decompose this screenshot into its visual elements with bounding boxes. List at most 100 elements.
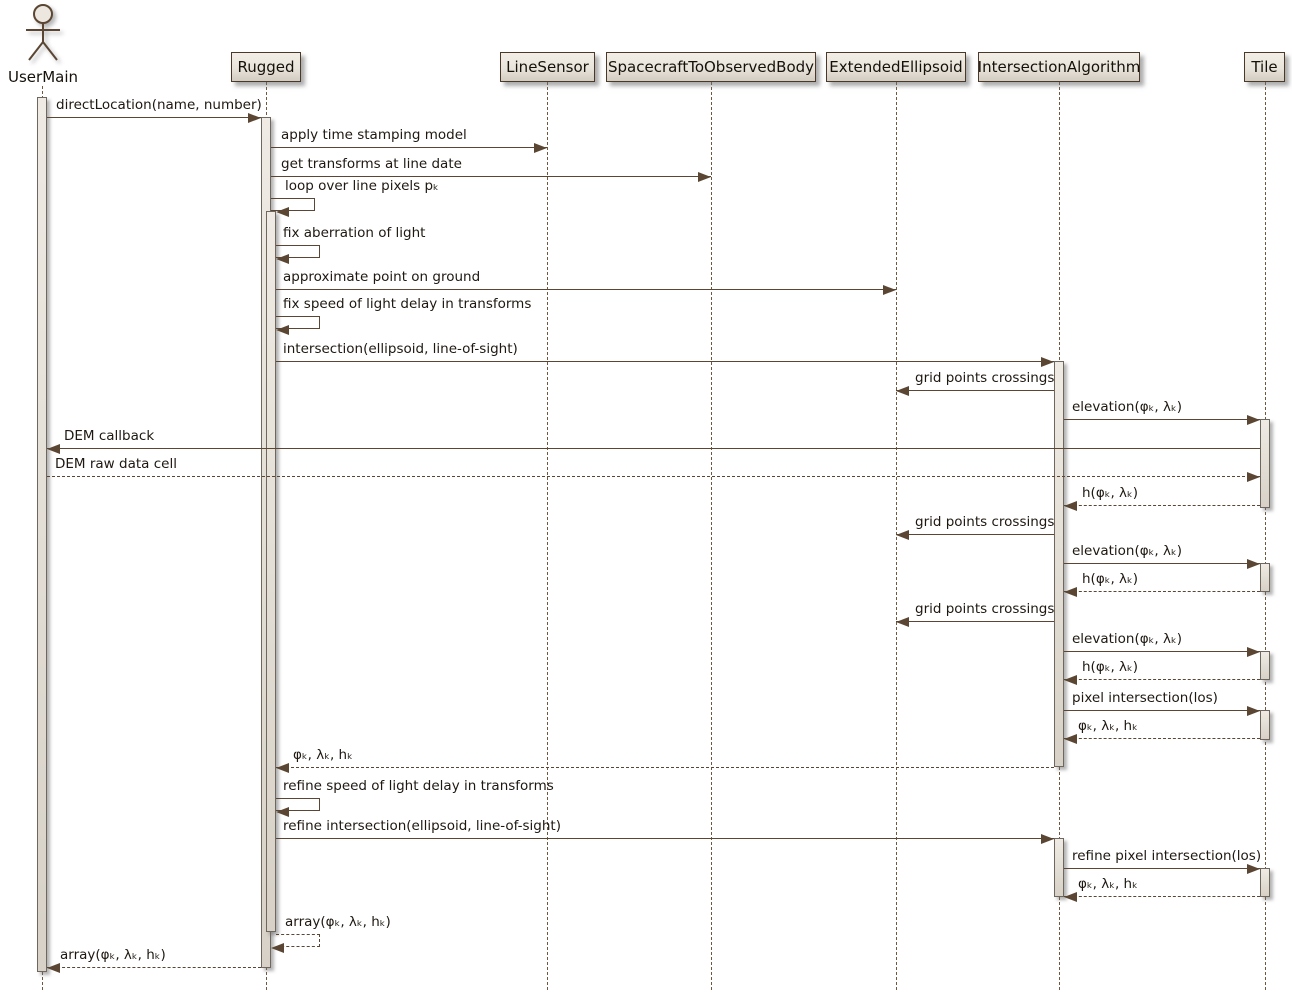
participant-extendedellipsoid: ExtendedEllipsoid [826, 52, 966, 82]
activation-tile-8 [1260, 710, 1270, 740]
lifeline-spacecrafttoobservedbody [711, 82, 712, 990]
message-23-rugged-to-intersectionalgorithm-label: refine intersection(ellipsoid, line-of-s… [283, 818, 561, 834]
activation-tile-9 [1260, 868, 1270, 897]
participant-label: SpacecraftToObservedBody [607, 58, 815, 76]
message-18-tile-to-intersectionalgorithm-label: h(φₖ, λₖ) [1082, 659, 1139, 675]
message-3-rugged-to-rugged-label: loop over line pixels pₖ [285, 178, 439, 194]
message-14-intersectionalgorithm-to-tile-label: elevation(φₖ, λₖ) [1072, 543, 1182, 559]
message-27-rugged-to-usermain-line [47, 967, 261, 968]
message-6-rugged-to-rugged-label: fix speed of light delay in transforms [283, 296, 532, 312]
message-16-intersectionalgorithm-to-extendedellipsoid-label: grid points crossings [915, 601, 1055, 617]
message-11-usermain-to-tile-line [47, 476, 1260, 477]
message-25-tile-to-intersectionalgorithm-arrowhead-icon [1064, 892, 1077, 902]
participant-spacecrafttoobservedbody: SpacecraftToObservedBody [606, 52, 816, 82]
message-21-intersectionalgorithm-to-rugged-line [276, 767, 1054, 768]
activation-tile-5 [1260, 419, 1270, 508]
message-17-intersectionalgorithm-to-tile-label: elevation(φₖ, λₖ) [1072, 631, 1182, 647]
lifeline-tile [1265, 82, 1266, 990]
message-1-rugged-to-linesensor-line [271, 147, 547, 148]
message-22-rugged-to-rugged-loop [276, 798, 320, 811]
participant-rugged: Rugged [231, 52, 301, 82]
message-4-rugged-to-rugged-loop [276, 245, 320, 258]
message-7-rugged-to-intersectionalgorithm-line [276, 361, 1054, 362]
message-12-tile-to-intersectionalgorithm-label: h(φₖ, λₖ) [1082, 485, 1139, 501]
message-11-usermain-to-tile-arrowhead-icon [1247, 472, 1260, 482]
message-11-usermain-to-tile-label: DEM raw data cell [55, 456, 177, 472]
message-10-tile-to-usermain-arrowhead-icon [47, 444, 60, 454]
message-9-intersectionalgorithm-to-tile-arrowhead-icon [1247, 415, 1260, 425]
message-26-rugged-to-rugged-loop [276, 934, 320, 947]
message-21-intersectionalgorithm-to-rugged-arrowhead-icon [276, 763, 289, 773]
message-24-intersectionalgorithm-to-tile-line [1064, 868, 1260, 869]
activation-tile-6 [1260, 563, 1270, 592]
message-27-rugged-to-usermain-label: array(φₖ, λₖ, hₖ) [60, 947, 166, 963]
message-2-rugged-to-spacecrafttoobservedbody-arrowhead-icon [698, 172, 711, 182]
message-5-rugged-to-extendedellipsoid-arrowhead-icon [883, 285, 896, 295]
message-22-rugged-to-rugged-arrowhead-icon [276, 807, 289, 817]
message-16-intersectionalgorithm-to-extendedellipsoid-arrowhead-icon [896, 617, 909, 627]
participant-linesensor: LineSensor [500, 52, 595, 82]
message-5-rugged-to-extendedellipsoid-line [276, 289, 896, 290]
message-25-tile-to-intersectionalgorithm-label: φₖ, λₖ, hₖ [1078, 876, 1138, 892]
message-15-tile-to-intersectionalgorithm-arrowhead-icon [1064, 587, 1077, 597]
message-22-rugged-to-rugged-label: refine speed of light delay in transform… [283, 778, 554, 794]
participant-label: LineSensor [506, 58, 589, 76]
message-12-tile-to-intersectionalgorithm-line [1064, 505, 1260, 506]
message-18-tile-to-intersectionalgorithm-arrowhead-icon [1064, 675, 1077, 685]
message-20-tile-to-intersectionalgorithm-line [1064, 738, 1260, 739]
message-8-intersectionalgorithm-to-extendedellipsoid-label: grid points crossings [915, 370, 1055, 386]
message-7-rugged-to-intersectionalgorithm-arrowhead-icon [1041, 357, 1054, 367]
message-19-intersectionalgorithm-to-tile-label: pixel intersection(los) [1072, 690, 1218, 706]
message-10-tile-to-usermain-line [47, 448, 1260, 449]
message-14-intersectionalgorithm-to-tile-line [1064, 563, 1260, 564]
message-21-intersectionalgorithm-to-rugged-label: φₖ, λₖ, hₖ [293, 747, 353, 763]
message-9-intersectionalgorithm-to-tile-label: elevation(φₖ, λₖ) [1072, 399, 1182, 415]
message-18-tile-to-intersectionalgorithm-line [1064, 679, 1260, 680]
message-15-tile-to-intersectionalgorithm-line [1064, 591, 1260, 592]
lifeline-linesensor [547, 82, 548, 990]
message-20-tile-to-intersectionalgorithm-label: φₖ, λₖ, hₖ [1078, 718, 1138, 734]
message-2-rugged-to-spacecrafttoobservedbody-line [271, 176, 711, 177]
message-24-intersectionalgorithm-to-tile-arrowhead-icon [1247, 864, 1260, 874]
message-17-intersectionalgorithm-to-tile-arrowhead-icon [1247, 647, 1260, 657]
message-19-intersectionalgorithm-to-tile-arrowhead-icon [1247, 706, 1260, 716]
participant-label: Rugged [237, 58, 295, 76]
message-2-rugged-to-spacecrafttoobservedbody-label: get transforms at line date [281, 156, 462, 172]
message-6-rugged-to-rugged-loop [276, 316, 320, 329]
message-0-usermain-to-rugged-label: directLocation(name, number) [56, 97, 262, 113]
message-23-rugged-to-intersectionalgorithm-line [276, 838, 1054, 839]
message-15-tile-to-intersectionalgorithm-label: h(φₖ, λₖ) [1082, 571, 1139, 587]
message-4-rugged-to-rugged-label: fix aberration of light [283, 225, 426, 241]
message-16-intersectionalgorithm-to-extendedellipsoid-line [896, 621, 1054, 622]
message-8-intersectionalgorithm-to-extendedellipsoid-arrowhead-icon [896, 386, 909, 396]
activation-tile-7 [1260, 651, 1270, 680]
activation-usermain-0 [37, 97, 47, 972]
participant-label: IntersectionAlgorithm [977, 58, 1141, 76]
message-9-intersectionalgorithm-to-tile-line [1064, 419, 1260, 420]
participant-intersectionalgorithm: IntersectionAlgorithm [978, 52, 1140, 82]
message-13-intersectionalgorithm-to-extendedellipsoid-label: grid points crossings [915, 514, 1055, 530]
message-1-rugged-to-linesensor-arrowhead-icon [534, 143, 547, 153]
message-20-tile-to-intersectionalgorithm-arrowhead-icon [1064, 734, 1077, 744]
message-14-intersectionalgorithm-to-tile-arrowhead-icon [1247, 559, 1260, 569]
activation-intersectionalgorithm-4 [1054, 838, 1064, 897]
message-6-rugged-to-rugged-arrowhead-icon [276, 325, 289, 335]
message-0-usermain-to-rugged-line [47, 117, 261, 118]
actor-icon [26, 4, 60, 61]
message-23-rugged-to-intersectionalgorithm-arrowhead-icon [1041, 834, 1054, 844]
message-12-tile-to-intersectionalgorithm-arrowhead-icon [1064, 501, 1077, 511]
message-27-rugged-to-usermain-arrowhead-icon [47, 963, 60, 973]
message-13-intersectionalgorithm-to-extendedellipsoid-arrowhead-icon [896, 530, 909, 540]
message-26-rugged-to-rugged-label: array(φₖ, λₖ, hₖ) [285, 914, 391, 930]
activation-intersectionalgorithm-3 [1054, 361, 1064, 767]
message-8-intersectionalgorithm-to-extendedellipsoid-line [896, 390, 1054, 391]
message-10-tile-to-usermain-label: DEM callback [64, 428, 155, 444]
message-24-intersectionalgorithm-to-tile-label: refine pixel intersection(los) [1072, 848, 1262, 864]
message-3-rugged-to-rugged-loop [271, 198, 315, 211]
message-5-rugged-to-extendedellipsoid-label: approximate point on ground [283, 269, 481, 285]
message-17-intersectionalgorithm-to-tile-line [1064, 651, 1260, 652]
message-0-usermain-to-rugged-arrowhead-icon [248, 113, 261, 123]
actor-label-usermain: UserMain [8, 68, 78, 86]
message-13-intersectionalgorithm-to-extendedellipsoid-line [896, 534, 1054, 535]
